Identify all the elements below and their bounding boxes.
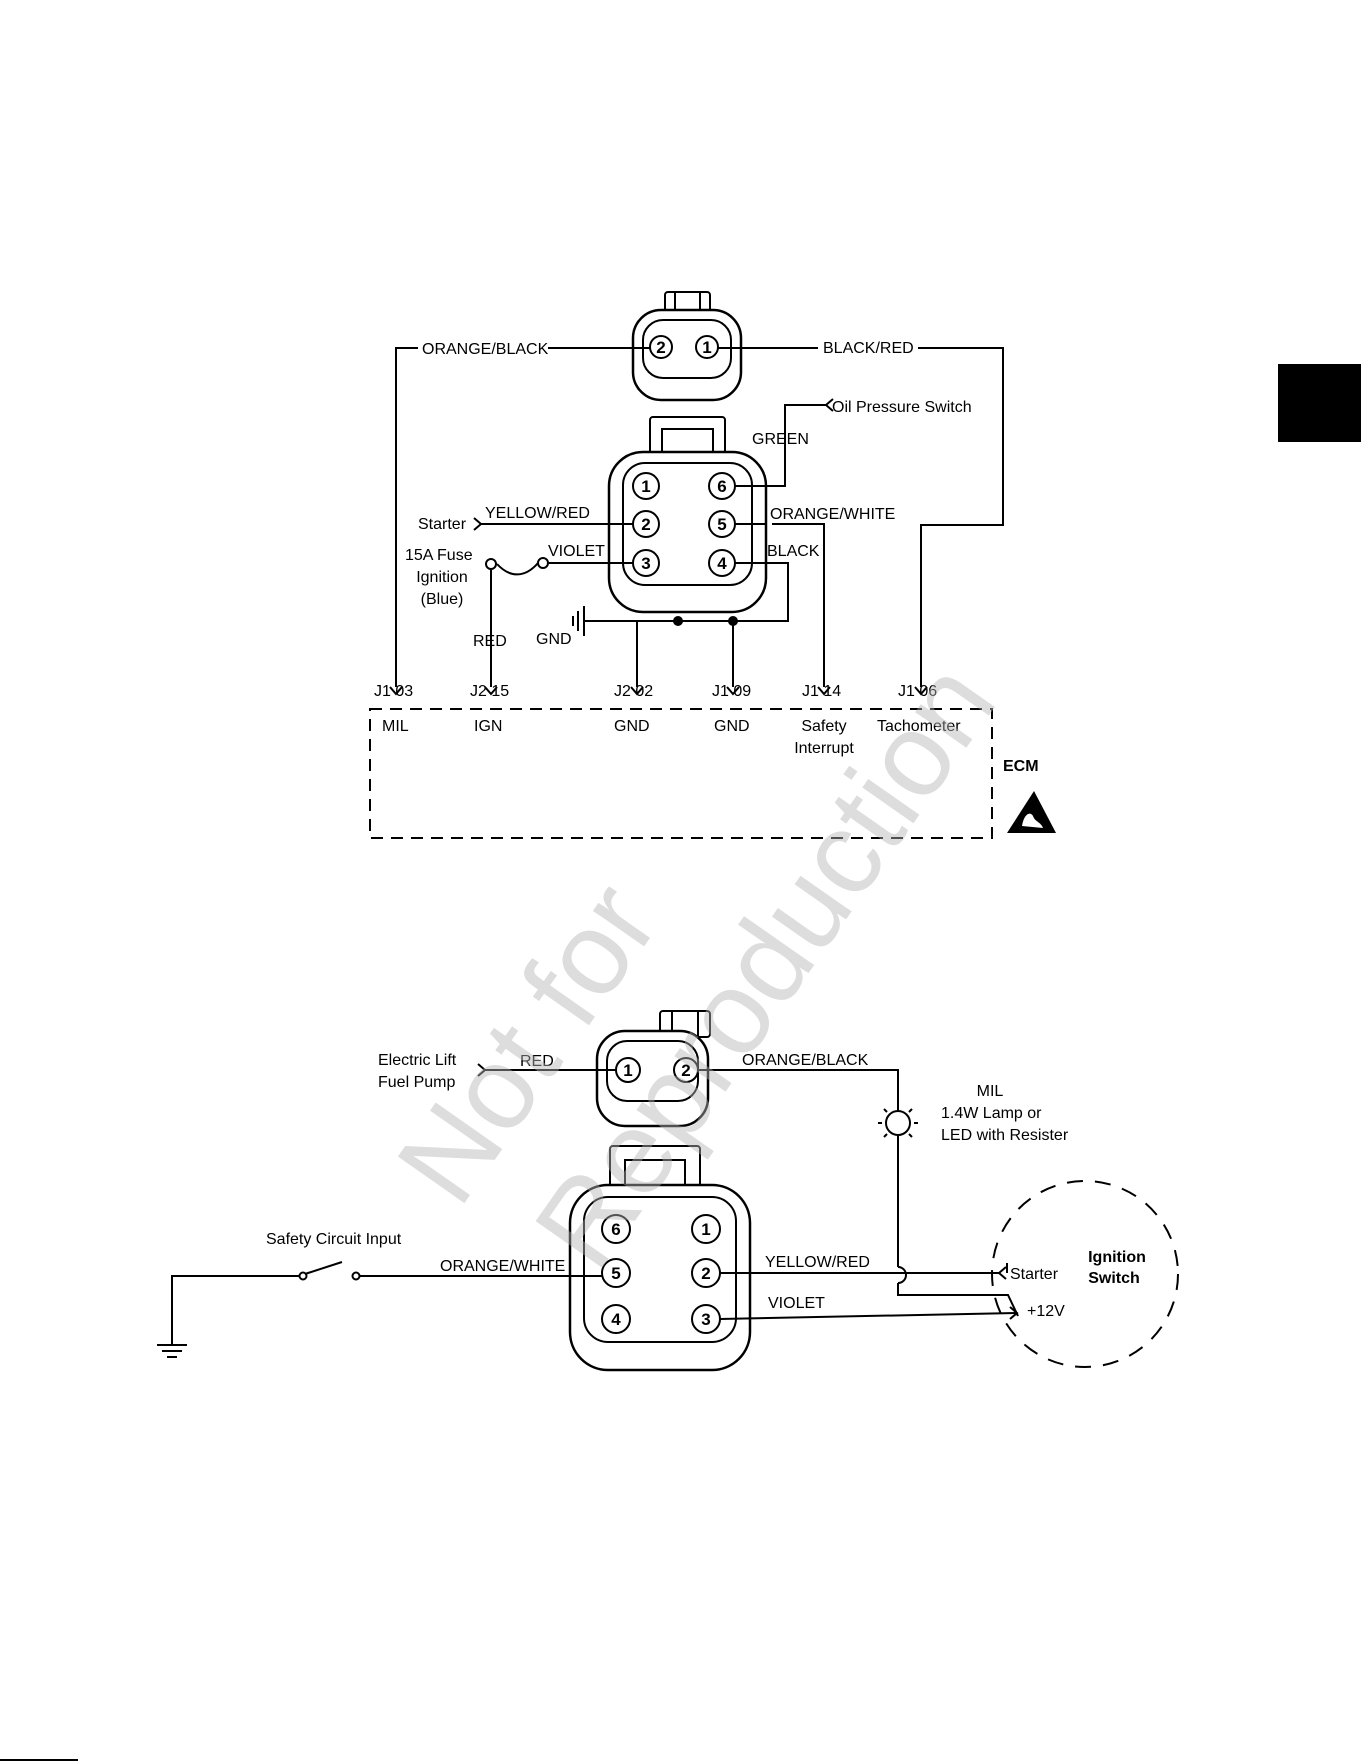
pin-number: 3	[701, 1310, 710, 1329]
ignition-starter-label: Starter	[1010, 1266, 1059, 1283]
ecm-title: ECM	[1003, 758, 1039, 775]
terminal-id: J1 06	[898, 683, 937, 700]
ecm-box: MIL IGN GND GND Safety Interrupt Tachome…	[369, 708, 993, 839]
bottom-diagram: 1 2 6 5 4 1 2 3 Electric Lift Fuel Pump	[157, 1010, 1179, 1372]
pin-number: 2	[701, 1264, 710, 1283]
ecm-pin-label: IGN	[474, 718, 502, 735]
ecm-pin-label: Safety	[801, 718, 846, 735]
wire-label-yellow-red: YELLOW/RED	[765, 1254, 870, 1271]
mil-lamp-icon	[878, 1099, 918, 1138]
gnd-label: GND	[536, 631, 572, 648]
wire-label-violet: VIOLET	[768, 1295, 825, 1312]
wire-label-red: RED	[520, 1053, 554, 1070]
pin-number: 4	[611, 1310, 621, 1329]
fuse-label-line: 15A Fuse	[405, 547, 473, 564]
pin-number: 2	[681, 1061, 690, 1080]
ground-symbol	[157, 1344, 187, 1358]
top-diagram: 2 1 1 2 3 6 5 4 ORANGE/BLACK	[369, 291, 1056, 839]
ignition-switch-title-line: Switch	[1088, 1270, 1140, 1287]
starter-label: Starter	[418, 516, 467, 533]
ecm-pin-label: GND	[614, 718, 650, 735]
terminal-id: J2 15	[470, 683, 509, 700]
ecm-pin-label: Interrupt	[794, 740, 854, 757]
oil-pressure-switch-label: Oil Pressure Switch	[832, 399, 972, 416]
top-two-pin-connector: 2 1	[631, 291, 743, 402]
wire-label-black-red: BLACK/RED	[823, 340, 914, 357]
pin-circle	[632, 472, 660, 500]
pin-number: 2	[656, 338, 665, 357]
pin-number: 1	[701, 1220, 710, 1239]
wire-label-green: GREEN	[752, 431, 809, 448]
wire-label-yellow-red: YELLOW/RED	[485, 505, 590, 522]
esd-warning-icon	[1007, 791, 1056, 833]
pin-circle	[601, 1214, 631, 1244]
wire-label-orange-white: ORANGE/WHITE	[770, 506, 895, 523]
ignition-12v-label: +12V	[1027, 1303, 1065, 1320]
top-wires: ORANGE/BLACK BLACK/RED GREEN Oil Pressur…	[389, 340, 1004, 696]
ecm-pin-label: GND	[714, 718, 750, 735]
fuse-label-line: (Blue)	[421, 591, 464, 608]
wire-label-black: BLACK	[767, 543, 820, 560]
ecm-pin-label: MIL	[382, 718, 409, 735]
terminal-id: J1 03	[374, 683, 413, 700]
pin-number: 3	[641, 554, 650, 573]
fuel-pump-label-line: Fuel Pump	[378, 1074, 455, 1091]
pin-circle	[601, 1304, 631, 1334]
fuel-pump-label-line: Electric Lift	[378, 1052, 457, 1069]
pin-circle	[601, 1258, 631, 1288]
pin-number: 4	[717, 554, 727, 573]
safety-switch	[171, 1261, 602, 1345]
ignition-switch: Starter +12V Ignition Switch	[991, 1180, 1179, 1368]
pin-number: 5	[717, 515, 726, 534]
wire-label-red: RED	[473, 633, 507, 650]
mil-label-line: 1.4W Lamp or	[941, 1105, 1042, 1122]
wire-label-orange-black: ORANGE/BLACK	[742, 1052, 869, 1069]
pin-number: 1	[623, 1061, 632, 1080]
wire-label-orange-white: ORANGE/WHITE	[440, 1258, 565, 1275]
pin-number: 6	[611, 1220, 620, 1239]
pin-number: 2	[641, 515, 650, 534]
bottom-two-pin-connector: 1 2	[595, 1010, 711, 1128]
pin-number: 5	[611, 1264, 620, 1283]
pin-circle	[691, 1214, 721, 1244]
wire-label-violet: VIOLET	[548, 543, 605, 560]
mil-label-line: LED with Resister	[941, 1127, 1069, 1144]
mil-label-line: MIL	[977, 1083, 1004, 1100]
pin-number: 6	[717, 477, 726, 496]
top-six-pin-connector: 1 2 3 6 5 4	[607, 416, 768, 614]
ignition-switch-title-line: Ignition	[1088, 1249, 1146, 1266]
terminal-id: J2 02	[614, 683, 653, 700]
bottom-six-pin-connector: 6 5 4 1 2 3	[568, 1145, 752, 1372]
ground-symbol	[572, 606, 585, 636]
terminal-id: J1 09	[712, 683, 751, 700]
ecm-pin-label: Tachometer	[877, 718, 961, 735]
junction-dot	[673, 616, 683, 626]
fuse-label-line: Ignition	[416, 569, 468, 586]
pin-number: 1	[641, 477, 650, 496]
ecm-terminal-ids: J1 03 J2 15 J2 02 J1 09 J1 14 J1 06	[374, 683, 937, 700]
terminal-id: J1 14	[802, 683, 841, 700]
wire-label-orange-black: ORANGE/BLACK	[422, 341, 549, 358]
pin-number: 1	[702, 338, 711, 357]
section-tab	[1278, 364, 1361, 442]
safety-circuit-input-label: Safety Circuit Input	[266, 1231, 402, 1248]
